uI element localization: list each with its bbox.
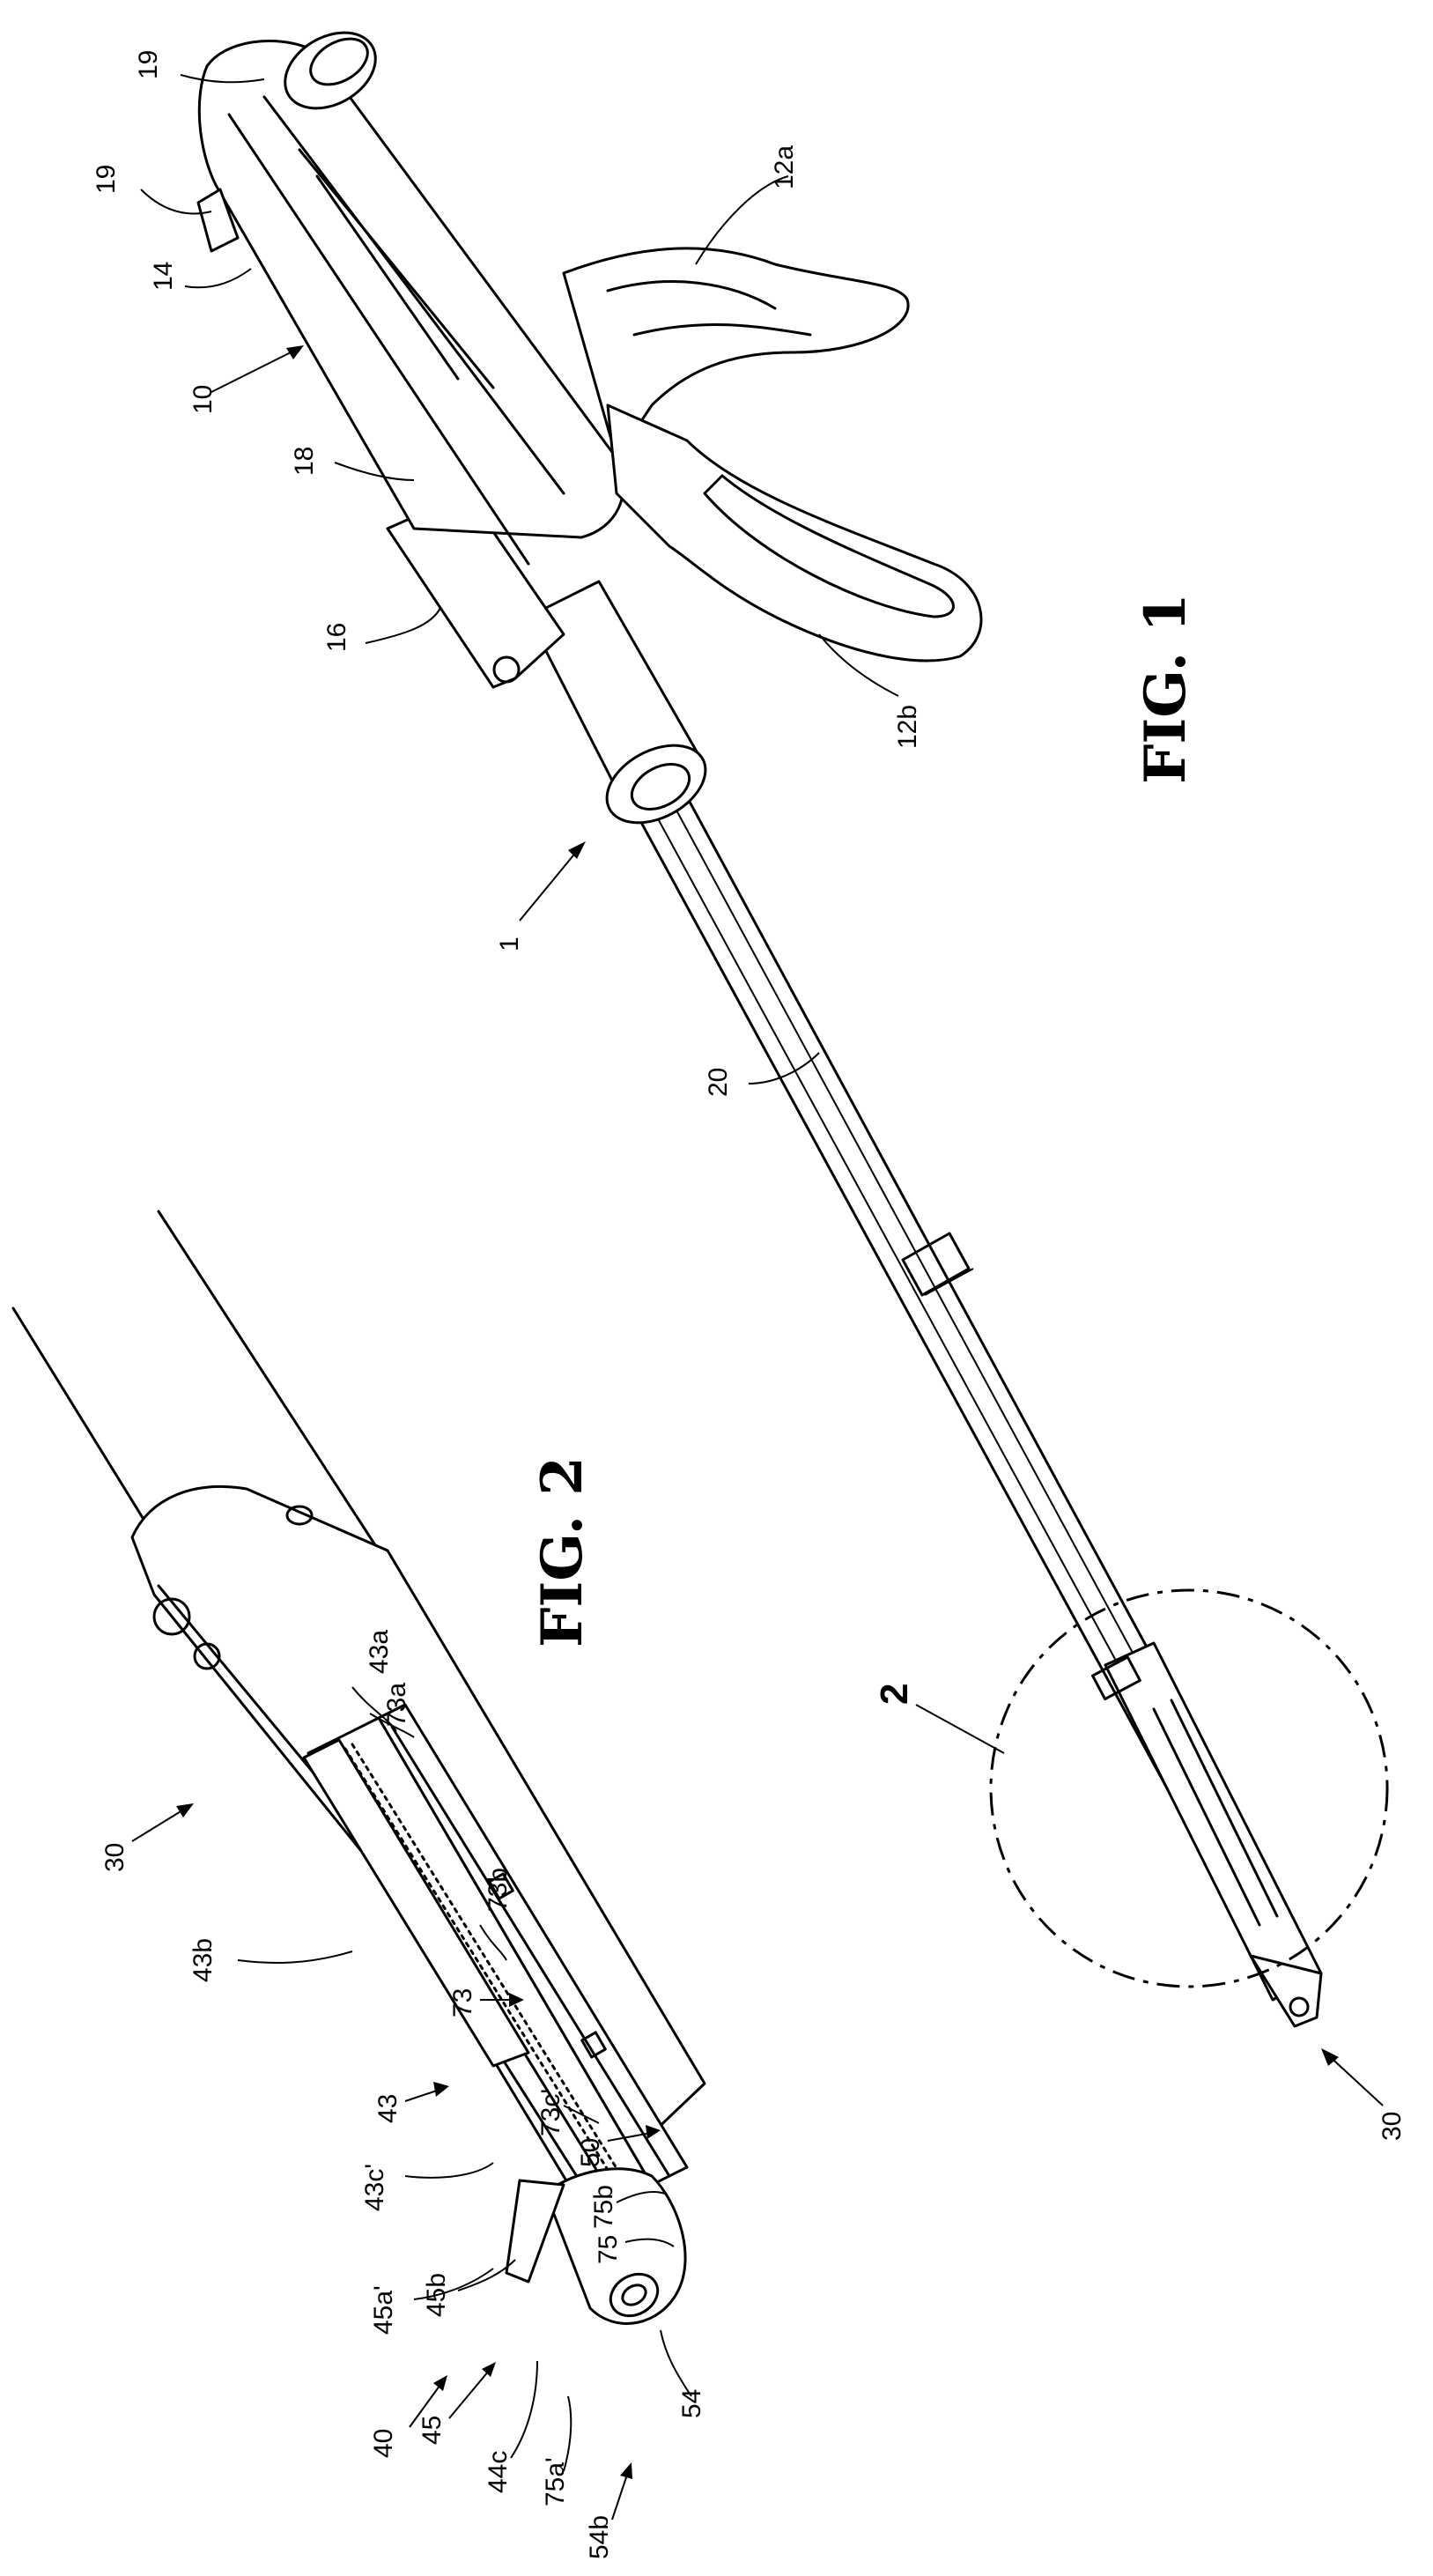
label-1: 1 — [495, 936, 524, 951]
label-30-fig1: 30 — [1378, 2112, 1407, 2141]
label-30-fig2: 30 — [100, 1843, 129, 1872]
label-73a: 73a — [382, 1683, 411, 1727]
fig1-end-effector — [1093, 1643, 1321, 2026]
label-12a: 12a — [770, 145, 799, 189]
label-45: 45 — [417, 2416, 447, 2445]
handle-housing — [198, 18, 624, 564]
label-43c-prime: 43c' — [360, 2164, 389, 2211]
label-75: 75 — [594, 2235, 623, 2264]
label-16: 16 — [322, 623, 351, 652]
label-44c: 44c — [484, 2451, 513, 2493]
label-75a-prime: 75a' — [541, 2457, 570, 2506]
label-54: 54 — [677, 2389, 706, 2418]
label-2: 2 — [873, 1684, 916, 1705]
label-20: 20 — [704, 1068, 733, 1097]
rotation-knob — [528, 581, 719, 839]
label-40: 40 — [369, 2429, 398, 2458]
label-19-lower: 19 — [92, 165, 121, 194]
label-45a-prime: 45a' — [369, 2285, 398, 2335]
label-73b: 73b — [484, 1868, 513, 1912]
label-73: 73 — [448, 1988, 477, 2017]
fig1-title: FIG. 1 — [1133, 593, 1199, 784]
label-43b: 43b — [188, 1938, 218, 1982]
label-43: 43 — [373, 2094, 403, 2123]
label-73c-prime: 73c' — [536, 2089, 565, 2136]
label-19-upper: 19 — [134, 50, 163, 79]
label-14: 14 — [149, 262, 178, 291]
label-18: 18 — [290, 447, 319, 476]
label-50: 50 — [576, 2138, 605, 2167]
fig2-title: FIG. 2 — [529, 1456, 595, 1647]
movable-trigger — [608, 405, 981, 661]
label-45b: 45b — [422, 2273, 451, 2317]
label-43a: 43a — [365, 1630, 394, 1674]
label-12b: 12b — [893, 705, 922, 749]
label-54b: 54b — [585, 2515, 614, 2559]
label-10: 10 — [188, 385, 218, 414]
label-75b: 75b — [589, 2185, 618, 2229]
